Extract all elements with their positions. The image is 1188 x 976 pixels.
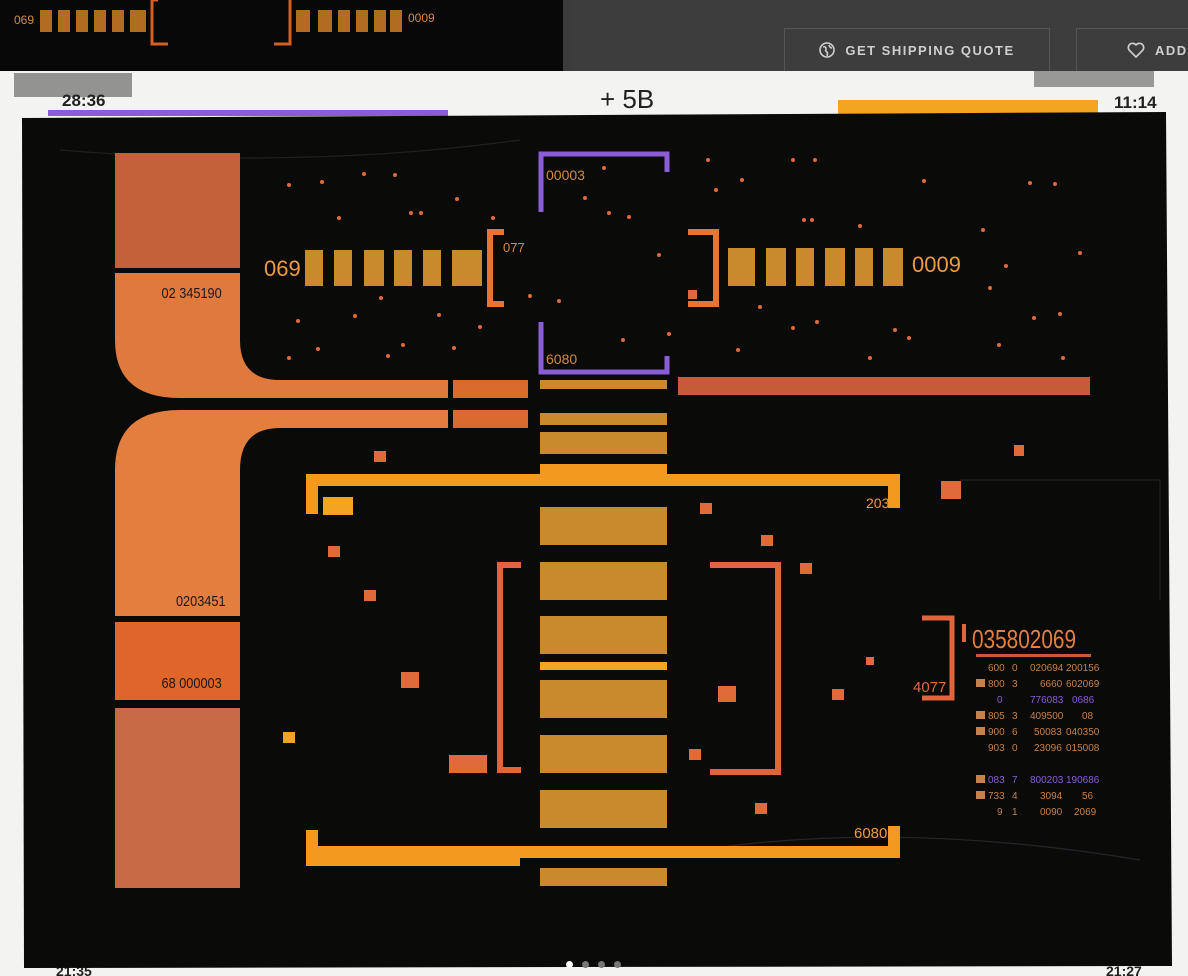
svg-text:3094: 3094: [1040, 791, 1063, 802]
thumb-right-number: 0009: [408, 11, 435, 25]
carousel-dot-active[interactable]: [566, 961, 573, 968]
thumbnail-strip[interactable]: 069 0009: [0, 0, 563, 71]
svg-text:0: 0: [997, 695, 1003, 706]
frame-top-label: 203: [866, 495, 890, 511]
carousel-dot[interactable]: [598, 961, 605, 968]
svg-text:7: 7: [1012, 775, 1018, 786]
readout-row: 9 1 0090 2069: [997, 807, 1097, 818]
right-bar-number: 0009: [912, 252, 961, 277]
svg-text:3: 3: [1012, 679, 1018, 690]
svg-text:602069: 602069: [1066, 679, 1100, 690]
readout-title: 035802069: [972, 625, 1076, 654]
svg-text:4: 4: [1012, 791, 1018, 802]
svg-text:409500: 409500: [1030, 711, 1064, 722]
header-bottom-number: 6080: [546, 351, 577, 367]
svg-text:08: 08: [1082, 711, 1094, 722]
sidebar-label-2: 0203451: [176, 592, 226, 609]
header-top-number: 00003: [546, 167, 585, 183]
svg-text:6: 6: [1012, 727, 1018, 738]
svg-text:190686: 190686: [1066, 775, 1100, 786]
svg-text:2069: 2069: [1074, 807, 1097, 818]
product-actions-panel: [572, 0, 1188, 71]
svg-text:50083: 50083: [1034, 727, 1062, 738]
svg-text:0: 0: [1012, 663, 1018, 674]
add-label: ADD: [1155, 42, 1188, 58]
svg-text:6660: 6660: [1040, 679, 1063, 690]
bracket-left-label: 077: [503, 240, 525, 255]
svg-text:020694: 020694: [1030, 663, 1064, 674]
left-bar-number: 069: [264, 256, 301, 281]
svg-text:800203: 800203: [1030, 775, 1064, 786]
svg-text:0: 0: [1012, 743, 1018, 754]
svg-text:200156: 200156: [1066, 663, 1100, 674]
add-to-favorites-button[interactable]: ADD: [1076, 28, 1188, 71]
product-photo[interactable]: 28:36 + 5B 11:14 21:35 21:27 02 345190 0…: [0, 71, 1188, 976]
edge-time-left: 28:36: [62, 91, 105, 110]
carousel-dot[interactable]: [582, 961, 589, 968]
edge-time-right: 11:14: [1114, 93, 1157, 112]
svg-text:015008: 015008: [1066, 743, 1100, 754]
svg-text:23096: 23096: [1034, 743, 1062, 754]
readout-row: 903 0 23096 015008: [988, 743, 1100, 754]
svg-text:9: 9: [997, 807, 1003, 818]
svg-text:900: 900: [988, 727, 1005, 738]
svg-text:903: 903: [988, 743, 1005, 754]
svg-text:800: 800: [988, 679, 1005, 690]
svg-text:040350: 040350: [1066, 727, 1100, 738]
readout-row: 800 3 6660 602069: [976, 679, 1100, 690]
side-label: 4077: [913, 679, 946, 696]
carousel-indicator: [566, 961, 621, 968]
readout-row: 0 776083 0686: [997, 695, 1095, 706]
svg-text:776083: 776083: [1030, 695, 1064, 706]
thumbnail-image: 069 0009: [14, 0, 435, 46]
thumb-left-number: 069: [14, 13, 34, 27]
readout-row: 900 6 50083 040350: [976, 727, 1100, 738]
readout-row: 600 0 020694 200156: [988, 663, 1100, 674]
svg-text:805: 805: [988, 711, 1005, 722]
sidebar-label-1: 02 345190: [162, 284, 222, 301]
readout-row: 805 3 409500 08: [976, 711, 1094, 722]
readout-row: 083 7 800203 190686: [976, 775, 1100, 786]
readout-row: 733 4 3094 56: [976, 791, 1094, 802]
shipping-quote-button[interactable]: GET SHIPPING QUOTE: [784, 28, 1050, 71]
lcars-panel-artwork: 28:36 + 5B 11:14 21:35 21:27 02 345190 0…: [0, 71, 1188, 976]
edge-mark-bottom-right: 21:27: [1106, 963, 1142, 976]
globe-icon: [819, 42, 836, 58]
svg-text:1: 1: [1012, 807, 1018, 818]
svg-text:600: 600: [988, 663, 1005, 674]
frame-bottom-label: 60800: [854, 825, 896, 842]
svg-text:56: 56: [1082, 791, 1094, 802]
heart-icon: [1127, 42, 1145, 58]
svg-text:733: 733: [988, 791, 1005, 802]
shipping-quote-label: GET SHIPPING QUOTE: [845, 42, 1015, 58]
svg-text:083: 083: [988, 775, 1005, 786]
svg-text:3: 3: [1012, 711, 1018, 722]
svg-text:0686: 0686: [1072, 695, 1095, 706]
svg-text:0090: 0090: [1040, 807, 1063, 818]
carousel-dot[interactable]: [614, 961, 621, 968]
sidebar-label-3: 68 000003: [162, 674, 222, 691]
edge-mark-center: + 5B: [600, 84, 654, 114]
